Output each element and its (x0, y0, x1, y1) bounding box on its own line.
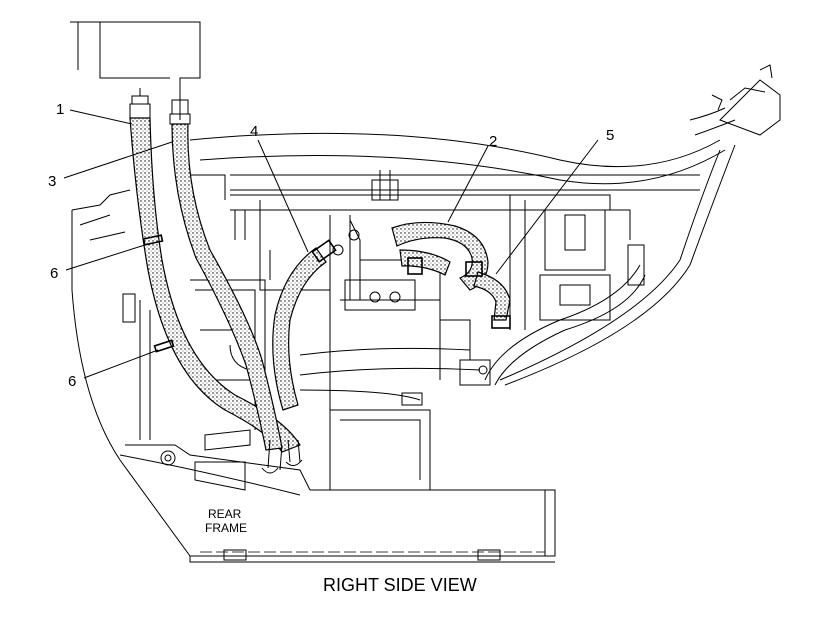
hose-fittings (129, 86, 511, 474)
left-side-structure (71, 189, 311, 496)
hoses (129, 117, 511, 453)
upper-right-connector (689, 64, 781, 136)
callout-4: 4 (250, 123, 258, 140)
callout-6a: 6 (50, 265, 58, 282)
callout-6b: 6 (68, 373, 76, 390)
hose-2-branch (399, 249, 451, 276)
leader-lines (63, 109, 599, 379)
callout-2: 2 (489, 133, 497, 150)
hose-4 (272, 247, 327, 411)
rear-frame-label-line2: FRAME (205, 521, 247, 535)
callout-3: 3 (48, 173, 56, 190)
view-title: RIGHT SIDE VIEW (323, 575, 477, 595)
hose-1 (129, 117, 301, 453)
callout-5: 5 (606, 127, 614, 144)
rear-frame-label-line1: REAR (208, 507, 242, 521)
callouts: 1 2 3 4 5 6 6 (48, 101, 614, 390)
callout-1: 1 (56, 101, 64, 118)
machinery-lines (180, 132, 736, 490)
rear-frame-outline (70, 21, 556, 563)
hose-2 (391, 221, 489, 291)
hose-5 (473, 271, 511, 321)
